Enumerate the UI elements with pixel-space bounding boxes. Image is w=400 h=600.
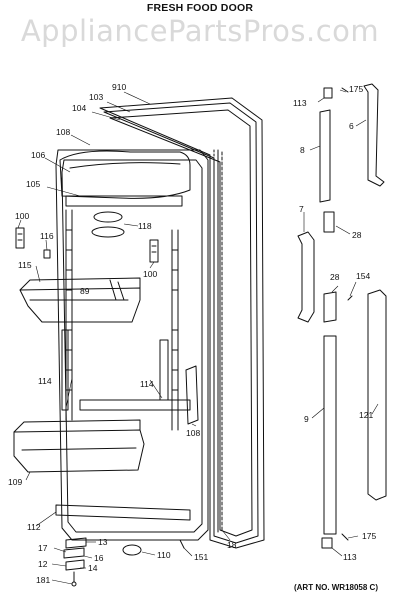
- part-label-110: 110: [157, 550, 171, 560]
- liner-rail: [185, 365, 199, 425]
- leader-lines: [17, 89, 379, 585]
- handle-bracket-lower: [323, 291, 337, 323]
- handle-bracket-upper: [323, 211, 335, 233]
- handle-end-cap-bottom: [321, 537, 333, 549]
- part-label-109: 109: [8, 477, 22, 487]
- handle-grip: [297, 231, 315, 323]
- shelf-bracket-left: [15, 227, 25, 249]
- part-label-106: 106: [31, 150, 45, 160]
- dairy-shelf: [65, 195, 183, 207]
- part-label-175-bottom: 175: [362, 531, 376, 541]
- door-liner: [55, 149, 209, 541]
- door-shelf-upper: [19, 277, 141, 323]
- diagram-title: FRESH FOOD DOOR: [146, 2, 254, 14]
- part-label-16: 16: [94, 553, 104, 563]
- part-label-154: 154: [356, 271, 370, 281]
- part-label-100-right: 100: [143, 269, 157, 279]
- part-label-910: 910: [112, 82, 126, 92]
- part-label-28-lower: 28: [330, 272, 340, 282]
- part-label-108: 108: [56, 127, 70, 137]
- part-label-114-left: 114: [38, 376, 52, 386]
- part-label-28-upper: 28: [352, 230, 362, 240]
- door-gasket: [213, 149, 223, 533]
- handle-screw-top: [341, 87, 349, 93]
- part-label-89: 89: [80, 286, 90, 296]
- part-label-118: 118: [138, 221, 152, 231]
- part-label-100: 100: [15, 211, 29, 221]
- watermark: AppliancePartsPros.com: [20, 14, 380, 48]
- part-label-17: 17: [38, 543, 48, 553]
- handle-upper-support: [319, 109, 331, 203]
- part-label-114-right: 114: [140, 379, 154, 389]
- outer-door-panel: [99, 97, 265, 549]
- part-label-113-bottom: 113: [343, 552, 357, 562]
- shelf-rail-left: [61, 329, 69, 411]
- part-label-12: 12: [38, 559, 48, 569]
- door-shelf-lower: [13, 419, 145, 473]
- handle-screw-middle: [347, 295, 353, 301]
- door-cam: [122, 544, 142, 556]
- bottom-trim: [55, 504, 191, 521]
- part-label-103: 103: [89, 92, 103, 102]
- screw: [179, 539, 185, 549]
- handle-screw-bottom: [341, 533, 349, 541]
- part-label-108-rail: 108: [186, 428, 200, 438]
- part-label-121: 121: [359, 410, 373, 420]
- part-label-7: 7: [299, 204, 304, 214]
- part-label-181: 181: [36, 575, 50, 585]
- bottom-hinge-assembly: [63, 537, 87, 587]
- part-label-14: 14: [88, 563, 98, 573]
- shelf-rail-right: [159, 339, 169, 401]
- dairy-compartment-door: [59, 150, 191, 199]
- part-label-6: 6: [349, 121, 354, 131]
- handle-lower-support: [323, 335, 337, 535]
- part-label-105: 105: [26, 179, 40, 189]
- handle-trim-upper: [363, 83, 385, 187]
- part-label-13: 13: [98, 537, 108, 547]
- handle-trim-lower: [367, 289, 387, 501]
- art-number: (ART NO. WR18058 C): [293, 583, 378, 592]
- part-label-104: 104: [72, 103, 86, 113]
- part-label-112: 112: [27, 522, 41, 532]
- handle-end-cap-top: [323, 87, 333, 99]
- part-label-113-top: 113: [293, 98, 307, 108]
- part-label-18: 18: [227, 540, 237, 550]
- shelf-rails: [65, 209, 179, 431]
- part-label-151: 151: [194, 552, 208, 562]
- shelf-bracket-right: [149, 239, 159, 263]
- part-label-175-top: 175: [349, 84, 363, 94]
- egg-tray: [91, 211, 125, 238]
- part-label-115: 115: [18, 260, 32, 270]
- part-label-9: 9: [304, 414, 309, 424]
- part-label-8: 8: [300, 145, 305, 155]
- shelf-clip: [43, 249, 51, 259]
- part-label-116: 116: [40, 231, 54, 241]
